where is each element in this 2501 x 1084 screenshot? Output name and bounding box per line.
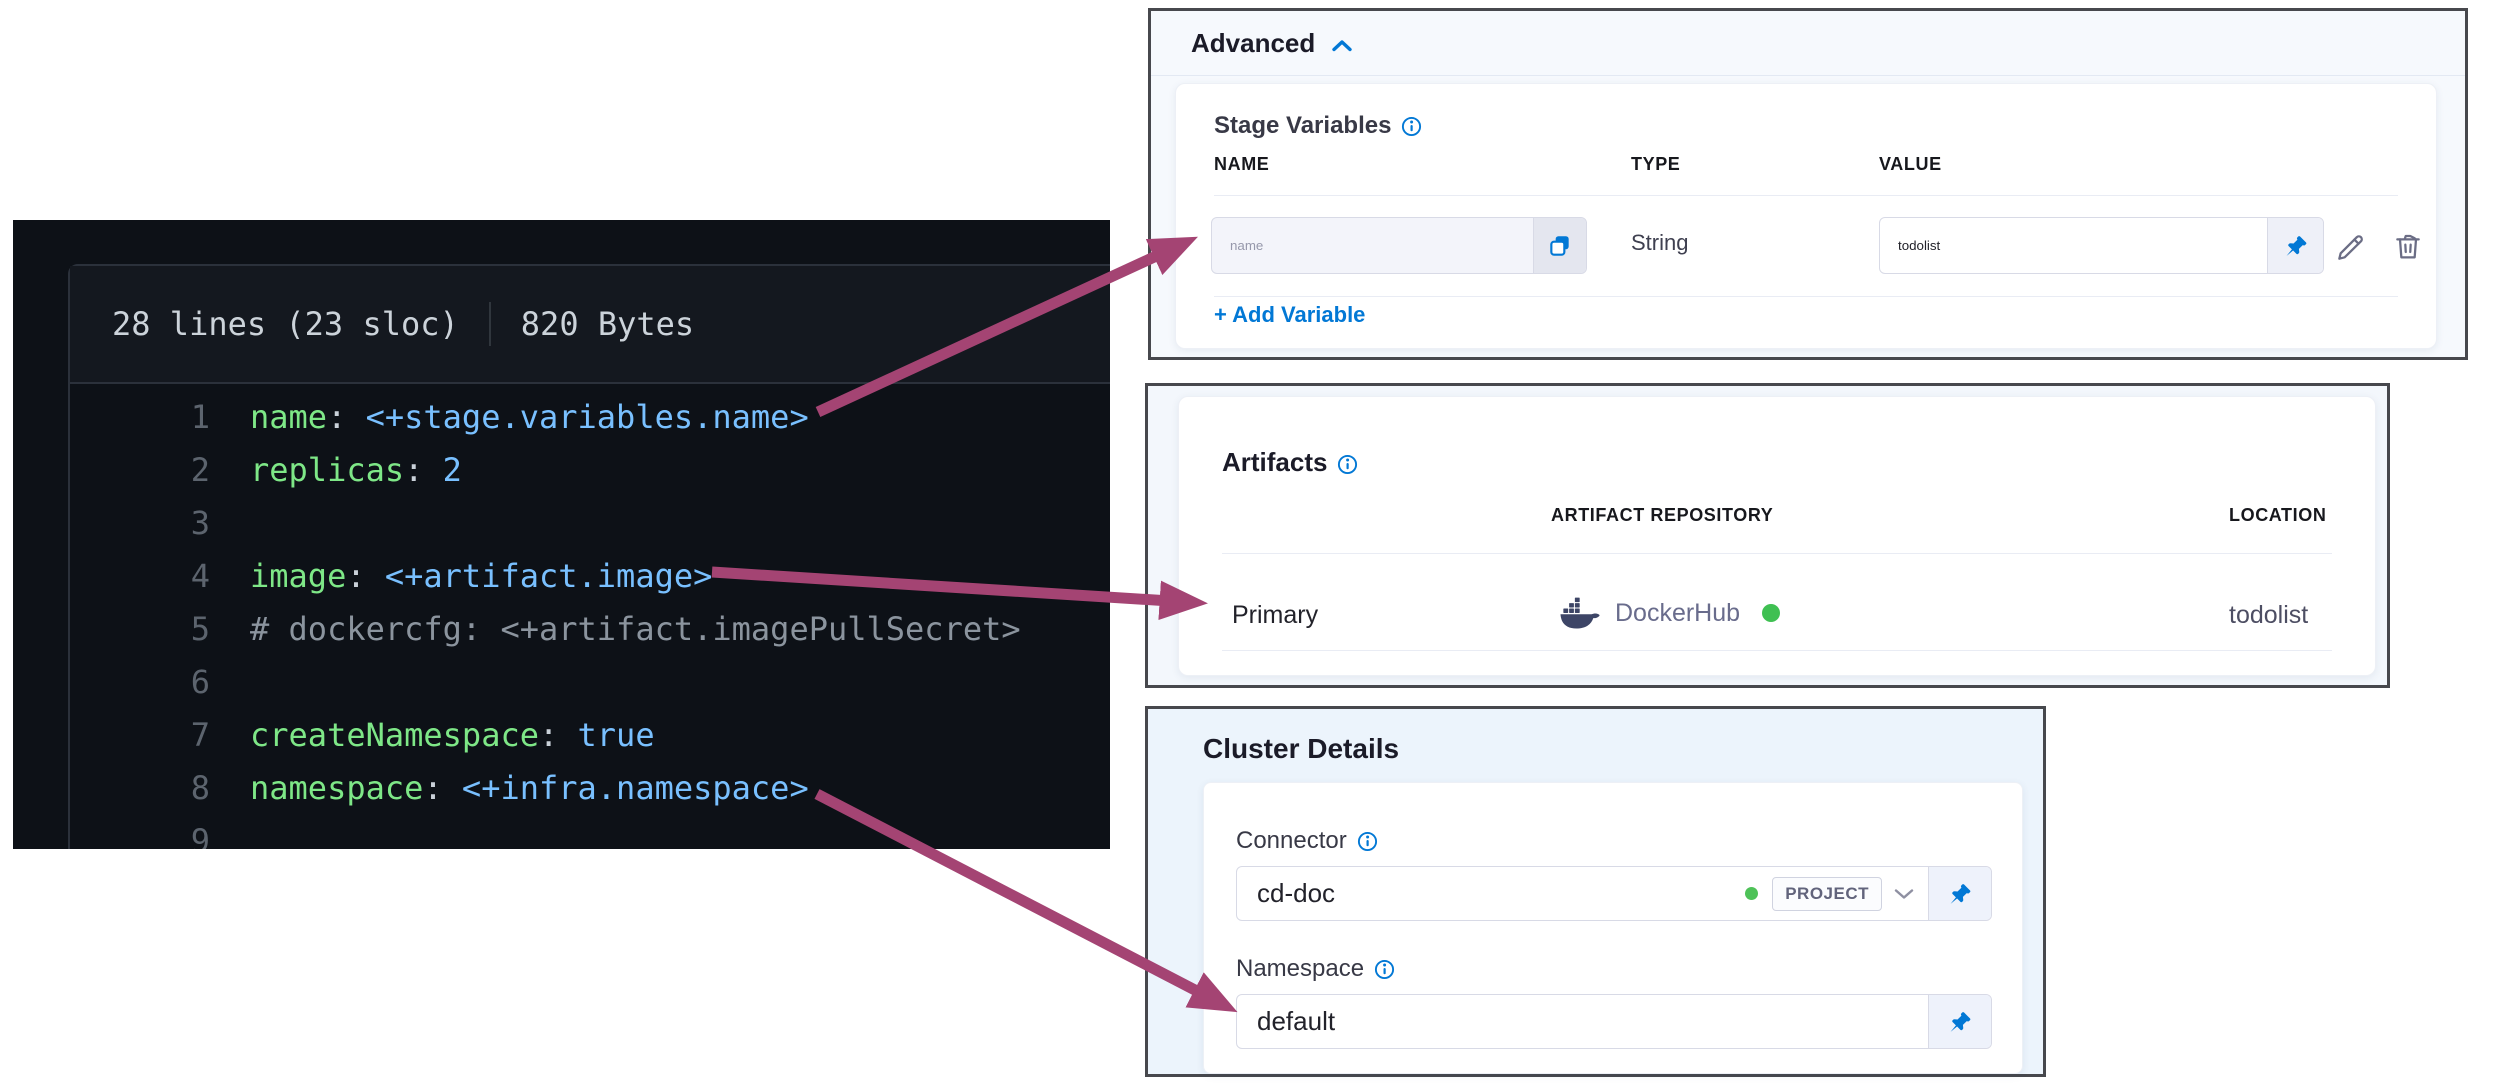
line-number: 5 xyxy=(190,609,210,648)
namespace-value[interactable]: default xyxy=(1257,1006,1336,1036)
namespace-label: Namespace xyxy=(1236,955,1395,983)
variable-value-field[interactable] xyxy=(1879,217,2324,274)
column-header-value: VALUE xyxy=(1879,154,1942,174)
variable-value-input[interactable] xyxy=(1880,238,2267,253)
cluster-details-card: Connector cd-doc PROJECT Namespace defau… xyxy=(1203,782,2023,1074)
artifacts-card: Artifacts ARTIFACT REPOSITORY LOCATION P… xyxy=(1178,396,2376,676)
code-line-3: 3 xyxy=(70,496,1110,549)
artifact-repository-cell[interactable]: DockerHub xyxy=(1559,597,1781,629)
code-line-5: 5# dockercfg: <+artifact.imagePullSecret… xyxy=(70,602,1110,655)
variable-name-input[interactable] xyxy=(1212,238,1533,253)
scope-badge: PROJECT xyxy=(1772,876,1882,911)
delete-icon[interactable] xyxy=(2392,230,2424,262)
connector-field[interactable]: cd-doc PROJECT xyxy=(1236,866,1992,921)
chevron-down-icon[interactable] xyxy=(1894,888,1914,900)
line-number: 3 xyxy=(190,503,210,542)
pin-icon[interactable] xyxy=(2267,218,2323,273)
pin-icon[interactable] xyxy=(1928,995,1991,1048)
status-dot xyxy=(1762,604,1781,622)
line-number: 1 xyxy=(190,397,210,436)
stage-variables-title: Stage Variables xyxy=(1214,112,1422,140)
advanced-header[interactable]: Advanced xyxy=(1151,11,2465,76)
edit-icon[interactable] xyxy=(2336,230,2368,262)
stage-variables-card: Stage Variables NAME TYPE VALUE String xyxy=(1175,83,2437,349)
advanced-title: Advanced xyxy=(1191,27,1316,58)
code-size-info: 820 Bytes xyxy=(520,305,695,343)
line-number: 4 xyxy=(190,556,210,595)
connector-label: Connector xyxy=(1236,827,1378,855)
artifact-row-label: Primary xyxy=(1232,601,1319,629)
line-number: 6 xyxy=(190,662,210,701)
artifacts-title: Artifacts xyxy=(1222,447,1358,478)
line-number: 8 xyxy=(190,768,210,807)
chevron-up-icon[interactable] xyxy=(1331,39,1353,52)
info-icon[interactable] xyxy=(1357,831,1378,852)
variable-name-field[interactable] xyxy=(1211,217,1587,274)
divider xyxy=(1222,650,2332,651)
divider xyxy=(1214,296,2398,297)
info-icon[interactable] xyxy=(1374,959,1395,980)
column-header-location: LOCATION xyxy=(2229,505,2327,525)
cluster-details-title: Cluster Details xyxy=(1203,733,1400,764)
connector-value[interactable]: cd-doc xyxy=(1257,878,1336,908)
code-line-6: 6 xyxy=(70,655,1110,708)
copy-icon[interactable] xyxy=(1533,218,1586,273)
cluster-details-panel: Cluster Details Connector cd-doc PROJECT… xyxy=(1145,706,2046,1077)
info-icon[interactable] xyxy=(1401,116,1422,137)
variable-type-text: String xyxy=(1631,230,1689,255)
code-line-9: 9 xyxy=(70,814,1110,850)
divider xyxy=(1222,553,2332,554)
artifacts-panel: Artifacts ARTIFACT REPOSITORY LOCATION P… xyxy=(1145,383,2390,688)
info-icon[interactable] xyxy=(1337,451,1358,475)
code-lines-info: 28 lines (23 sloc) xyxy=(112,305,459,343)
column-header-type: TYPE xyxy=(1631,154,1681,174)
code-file-header: 28 lines (23 sloc) 820 Bytes xyxy=(70,266,1110,384)
line-number: 2 xyxy=(190,450,210,489)
column-header-name: NAME xyxy=(1214,154,1270,174)
docker-icon xyxy=(1560,597,1600,629)
column-header-repository: ARTIFACT REPOSITORY xyxy=(1551,505,1774,525)
namespace-field[interactable]: default xyxy=(1236,994,1992,1049)
connector-status-dot xyxy=(1745,887,1759,900)
advanced-panel: Advanced Stage Variables NAME TYPE VALUE… xyxy=(1148,8,2468,360)
artifact-repository-name[interactable]: DockerHub xyxy=(1615,598,1741,627)
header-divider xyxy=(488,302,491,346)
pin-icon[interactable] xyxy=(1928,867,1991,920)
line-number: 9 xyxy=(190,821,210,850)
artifact-location: todolist xyxy=(2229,601,2309,629)
line-number: 7 xyxy=(190,715,210,754)
divider xyxy=(1214,195,2398,196)
add-variable-button[interactable]: + Add Variable xyxy=(1214,302,1366,327)
